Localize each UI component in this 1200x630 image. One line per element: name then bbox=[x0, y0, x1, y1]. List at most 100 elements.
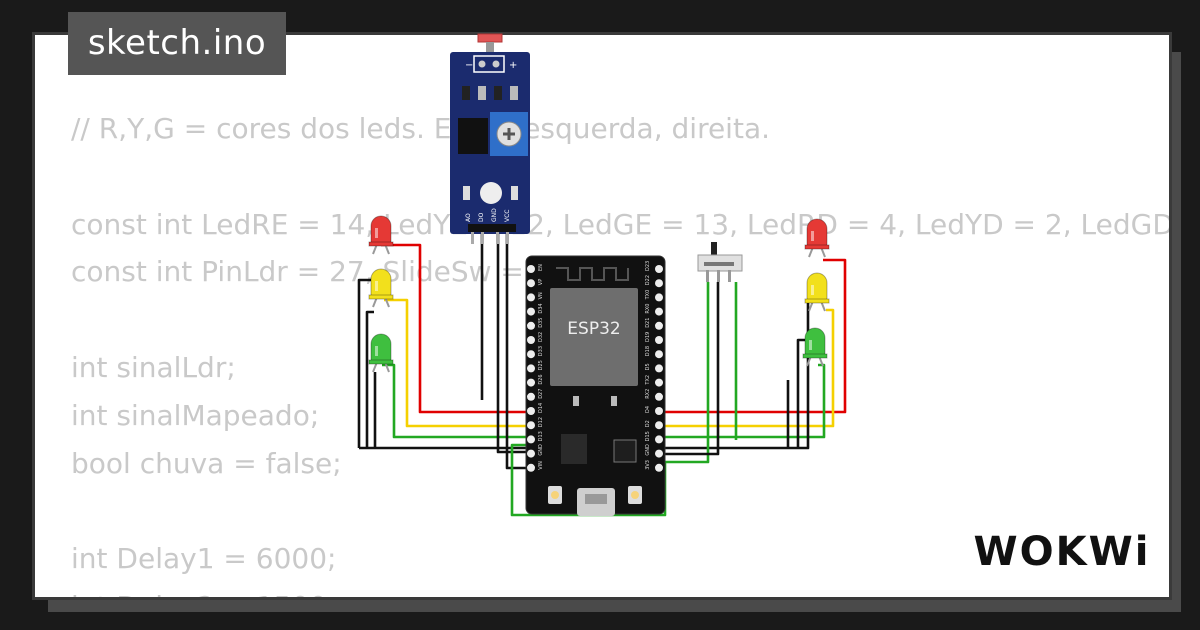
wire-black-right-2 bbox=[796, 338, 806, 448]
wire-green-left bbox=[382, 363, 530, 439]
esp32-pin-d4[interactable] bbox=[655, 407, 663, 415]
esp32-pin-label: VP bbox=[538, 279, 544, 285]
wire-green-right bbox=[658, 363, 826, 439]
esp32-pin-d13[interactable] bbox=[527, 435, 535, 444]
code-line: bool chuva = false; bbox=[71, 446, 342, 480]
esp32-pin-d23[interactable] bbox=[655, 265, 663, 273]
esp32-left-pin-row: ENVPVND34D35D32D33D25D26D27D14D12D13GNDV… bbox=[527, 264, 544, 472]
code-line: int sinalMapeado; bbox=[71, 398, 320, 432]
esp32-pin-label: D2 bbox=[645, 420, 651, 427]
esp32-pin-label: D14 bbox=[538, 403, 544, 413]
esp32-pin-label: D23 bbox=[645, 261, 651, 271]
esp32-pin-label: EN bbox=[538, 264, 544, 271]
wire-red-left bbox=[381, 243, 530, 414]
esp32-pin-3v3[interactable] bbox=[655, 463, 663, 472]
esp32-pin-rx2[interactable] bbox=[655, 392, 663, 401]
ldr-plus-label: + bbox=[509, 60, 517, 71]
esp32-pin-label: D34 bbox=[538, 303, 544, 313]
esp32-pin-gnd[interactable] bbox=[527, 449, 535, 458]
esp32-pin-d22[interactable] bbox=[655, 279, 663, 288]
esp32-pin-label: TX2 bbox=[645, 375, 651, 386]
esp32-pin-d19[interactable] bbox=[655, 336, 663, 344]
esp32-pin-d32[interactable] bbox=[527, 336, 535, 344]
led-green-left[interactable] bbox=[368, 333, 394, 373]
code-background: // R,Y,G = cores dos leds. E,D = esquerd… bbox=[71, 105, 1169, 597]
wire-switch-black bbox=[658, 282, 720, 456]
esp32-pin-vn[interactable] bbox=[527, 293, 535, 302]
esp32-pin-d21[interactable] bbox=[655, 321, 663, 330]
esp32-pin-label: GND bbox=[538, 444, 544, 456]
esp32-pin-d2[interactable] bbox=[655, 421, 663, 430]
esp32-pin-label: RX2 bbox=[645, 389, 651, 399]
esp32-label: ESP32 bbox=[567, 319, 620, 339]
esp32-pin-label: D19 bbox=[645, 332, 651, 342]
esp32-pin-label: D13 bbox=[538, 431, 544, 441]
esp32-pin-label: VN bbox=[538, 292, 544, 299]
wire-ldr-gnd bbox=[496, 232, 530, 454]
esp32-pin-label: VIN bbox=[538, 461, 544, 470]
esp32-pin-d14[interactable] bbox=[527, 407, 535, 415]
esp32-pin-d34[interactable] bbox=[527, 307, 535, 316]
esp32-pin-label: D27 bbox=[538, 389, 544, 399]
esp32-pin-label: D5 bbox=[645, 363, 651, 370]
wire-yellow-left bbox=[384, 298, 530, 428]
esp32-pin-en[interactable] bbox=[527, 265, 535, 273]
wire-ldr-vcc bbox=[505, 232, 530, 470]
wire-black-left bbox=[357, 278, 372, 448]
esp32-pin-d26[interactable] bbox=[527, 378, 535, 387]
esp32-pin-label: D25 bbox=[538, 360, 544, 370]
esp32-pin-label: D22 bbox=[645, 275, 651, 285]
wire-switch-green bbox=[658, 282, 710, 464]
esp32-pin-tx2[interactable] bbox=[655, 378, 663, 387]
code-line: int Delay1 = 6000; bbox=[71, 542, 337, 576]
ldr-minus-label: − bbox=[465, 60, 473, 71]
esp32-pin-d12[interactable] bbox=[527, 421, 535, 430]
esp32-board[interactable]: ESP32 ENVPVND34D35D32D33D25D26D27D14D12D… bbox=[525, 255, 666, 516]
esp32-pin-label: D12 bbox=[538, 417, 544, 427]
slide-switch[interactable] bbox=[697, 242, 743, 282]
esp32-pin-label: RX0 bbox=[645, 304, 651, 314]
esp32-right-pin-row: D23D22TX0RX0D21D19D18D5TX2RX2D4D2D15GND3… bbox=[645, 261, 663, 472]
esp32-pin-vp[interactable] bbox=[527, 279, 535, 288]
esp32-pin-label: D15 bbox=[645, 431, 651, 441]
wire-red-right bbox=[658, 258, 847, 414]
led-red-left[interactable] bbox=[368, 215, 394, 255]
esp32-pin-label: GND bbox=[645, 444, 651, 456]
led-yellow-left[interactable] bbox=[368, 268, 394, 308]
esp32-pin-label: D33 bbox=[538, 346, 544, 356]
esp32-pin-gnd[interactable] bbox=[655, 449, 663, 458]
esp32-pin-d35[interactable] bbox=[527, 321, 535, 330]
esp32-pin-d27[interactable] bbox=[527, 392, 535, 401]
code-line: int sinalLdr; bbox=[71, 350, 236, 384]
ldr-pin-vcc: VCC bbox=[504, 210, 511, 222]
esp32-pin-d5[interactable] bbox=[655, 364, 663, 373]
led-green-right[interactable] bbox=[802, 327, 828, 367]
esp32-pin-label: D18 bbox=[645, 346, 651, 356]
esp32-pin-label: TX0 bbox=[645, 290, 651, 301]
led-red-right[interactable] bbox=[804, 218, 830, 258]
esp32-pin-tx0[interactable] bbox=[655, 293, 663, 302]
ldr-pin-gnd: GND bbox=[491, 208, 498, 222]
code-line: int Delay2 = 1500; bbox=[71, 583, 1169, 597]
esp32-pin-label: D32 bbox=[538, 332, 544, 342]
esp32-pin-label: D35 bbox=[538, 318, 544, 328]
esp32-pin-d25[interactable] bbox=[527, 364, 535, 373]
wires bbox=[357, 232, 847, 517]
esp32-pin-d18[interactable] bbox=[655, 350, 663, 359]
esp32-pin-vin[interactable] bbox=[527, 463, 535, 472]
ldr-sensor-module[interactable]: − + AO DO GND VCC bbox=[450, 33, 530, 244]
led-group bbox=[368, 215, 830, 373]
led-yellow-right[interactable] bbox=[804, 272, 830, 312]
wire-yellow-right bbox=[658, 308, 835, 428]
code-line: const int PinLdr = 27, SlideSw = 5; bbox=[71, 255, 561, 289]
ldr-pin-ao: AO bbox=[465, 213, 472, 222]
wire-black-left-3 bbox=[365, 310, 374, 448]
esp32-pin-label: D4 bbox=[645, 406, 651, 413]
esp32-pin-d33[interactable] bbox=[527, 350, 535, 359]
esp32-pin-label: 3V3 bbox=[645, 460, 651, 470]
sketch-filename-tab[interactable]: sketch.ino bbox=[68, 12, 286, 75]
wokwi-wordmark: WOKWi bbox=[974, 529, 1151, 575]
esp32-pin-rx0[interactable] bbox=[655, 307, 663, 316]
esp32-pin-d15[interactable] bbox=[655, 435, 663, 444]
